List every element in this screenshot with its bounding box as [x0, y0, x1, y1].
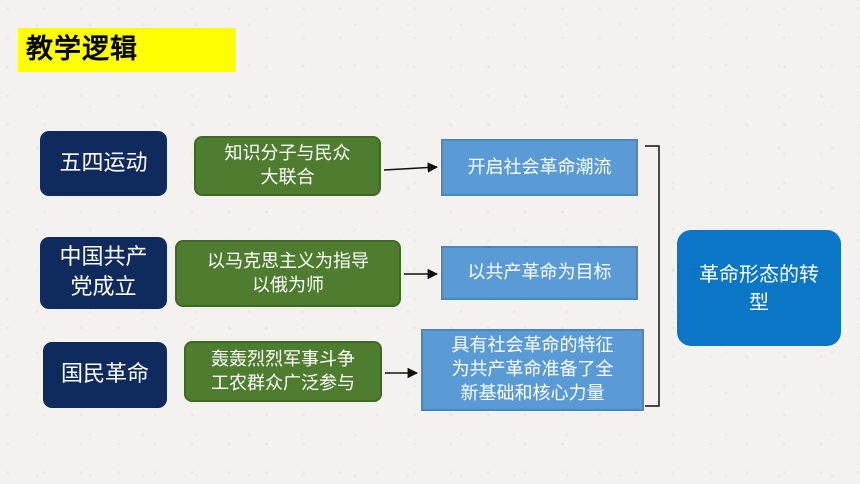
event-box-party-founding: 中国共产 党成立	[40, 237, 167, 309]
bracket	[645, 145, 660, 407]
feature-box-2: 以马克思主义为指导 以俄为师	[175, 240, 401, 307]
arrow-1	[383, 162, 439, 173]
result-box-3: 具有社会革命的特征 为共产革命准备了全 新基础和核心力量	[421, 329, 644, 411]
feature-box-1: 知识分子与民众 大联合	[194, 136, 381, 196]
conclusion-box: 革命形态的转 型	[677, 230, 841, 346]
page-title: 教学逻辑	[18, 28, 236, 72]
event-box-may-fourth: 五四运动	[40, 131, 167, 196]
result-box-1: 开启社会革命潮流	[441, 139, 638, 196]
event-box-national-revolution: 国民革命	[43, 342, 167, 408]
result-box-2: 以共产革命为目标	[441, 246, 638, 300]
feature-box-3: 轰轰烈烈军事斗争 工农群众广泛参与	[184, 341, 382, 402]
